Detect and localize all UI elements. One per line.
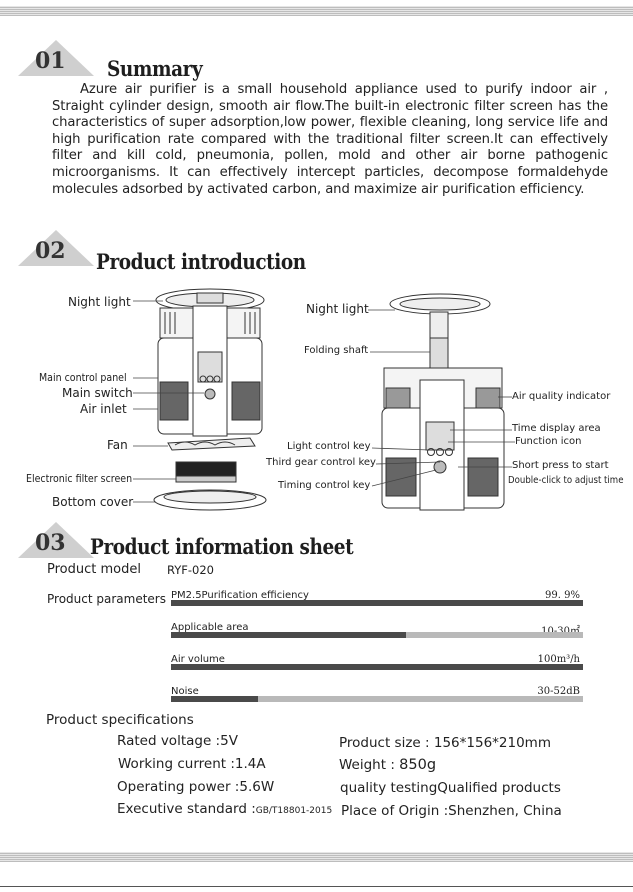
top-band: [0, 6, 633, 16]
param-bar-fill: [171, 600, 583, 606]
spec-value: GB/T18801-2015: [255, 806, 333, 816]
product-model-value: RYF-020: [167, 563, 214, 577]
callout-timing-control-key: Timing control key: [278, 480, 371, 491]
callout-night-light-right: Night light: [306, 302, 369, 316]
spec-value: 5V: [220, 733, 238, 749]
param-label: Air volume: [171, 654, 225, 665]
spec-value: Shenzhen, China: [448, 803, 562, 819]
spec-value: 850g: [399, 757, 437, 773]
section-triangle: [18, 522, 94, 558]
product-parameters-label: Product parameters: [47, 592, 166, 606]
spec-item: Place of Origin :Shenzhen, China: [341, 803, 562, 819]
product-diagram: [133, 288, 515, 511]
param-value: 30-52dB: [537, 686, 580, 697]
footer-rule: [0, 886, 633, 887]
spec-value: 1.4A: [234, 756, 266, 772]
param-bar: [171, 632, 583, 638]
param-bar: [171, 696, 583, 702]
right-leader-lines: [368, 309, 515, 487]
param-label: Applicable area: [171, 622, 249, 633]
spec-item: Product size : 156*156*210mm: [339, 735, 551, 751]
spec-label: Product size :: [339, 735, 430, 751]
param-label: Noise: [171, 686, 199, 697]
spec-item: Working current :1.4A: [118, 756, 266, 772]
spec-item: Rated voltage :5V: [117, 733, 238, 749]
spec-item: Executive standard :GB/T18801-2015: [117, 801, 332, 817]
param-bar: [171, 600, 583, 606]
callout-time-display-area: Time display area: [512, 423, 601, 434]
bottom-band: [0, 852, 633, 862]
param-bar-fill: [171, 664, 583, 670]
spec-label: Place of Origin :: [341, 803, 449, 819]
param-bar-fill: [171, 632, 406, 638]
spec-value: Qualified products: [437, 780, 561, 796]
spec-label: Weight :: [339, 757, 395, 773]
section-number: 02: [35, 238, 66, 264]
callout-night-light: Night light: [68, 295, 131, 309]
spec-label: Executive standard :: [117, 801, 256, 817]
spec-item: quality testingQualified products: [340, 780, 561, 796]
section-triangle: [18, 40, 94, 76]
param-value: 10-30㎡: [500, 622, 580, 637]
callout-short-press: Short press to start: [512, 460, 609, 471]
product-model-label: Product model: [47, 562, 141, 577]
spec-label: Working current :: [118, 756, 235, 772]
callout-folding-shaft: Folding shaft: [304, 345, 369, 356]
callout-air-quality-indicator: Air quality indicator: [512, 391, 611, 402]
left-product-illustration: [153, 288, 267, 511]
callout-fan: Fan: [107, 438, 128, 452]
spec-value: 5.6W: [239, 779, 275, 795]
callout-double-click: Double-click to adjust time: [508, 475, 624, 486]
spec-item: Operating power :5.6W: [117, 779, 274, 795]
section-number: 01: [35, 48, 66, 74]
param-bar-fill: [171, 696, 258, 702]
callout-main-control-panel: Main control panel: [39, 371, 127, 384]
section-title: Product information sheet: [90, 534, 354, 559]
param-value: 100m³/h: [537, 654, 580, 665]
param-label: PM2.5Purification efficiency: [171, 590, 309, 601]
callout-bottom-cover: Bottom cover: [52, 495, 134, 509]
callout-function-icon: Function icon: [515, 436, 582, 447]
spec-label: quality testing: [340, 780, 438, 796]
section-title: Summary: [107, 56, 203, 81]
callout-air-inlet: Air inlet: [80, 402, 127, 416]
summary-text: Azure air purifier is a small household …: [52, 82, 608, 197]
section-number: 03: [35, 530, 66, 556]
callout-third-gear-control-key: Third gear control key: [266, 457, 376, 468]
param-bar: [171, 664, 583, 670]
callout-electronic-filter-screen: Electronic filter screen: [26, 472, 133, 485]
spec-label: Rated voltage :: [117, 733, 221, 749]
section-triangle: [18, 230, 94, 266]
right-product-illustration: [381, 293, 505, 511]
product-specifications-label: Product specifications: [46, 712, 194, 728]
section-title: Product introduction: [96, 249, 306, 274]
left-leader-lines: [133, 300, 204, 503]
spec-value: 156*156*210mm: [433, 735, 551, 751]
spec-label: Operating power :: [117, 779, 240, 795]
param-value: 99. 9%: [545, 590, 580, 601]
callout-light-control-key: Light control key: [287, 441, 371, 452]
callout-main-switch: Main switch: [62, 386, 133, 400]
spec-item: Weight : 850g: [339, 757, 436, 773]
